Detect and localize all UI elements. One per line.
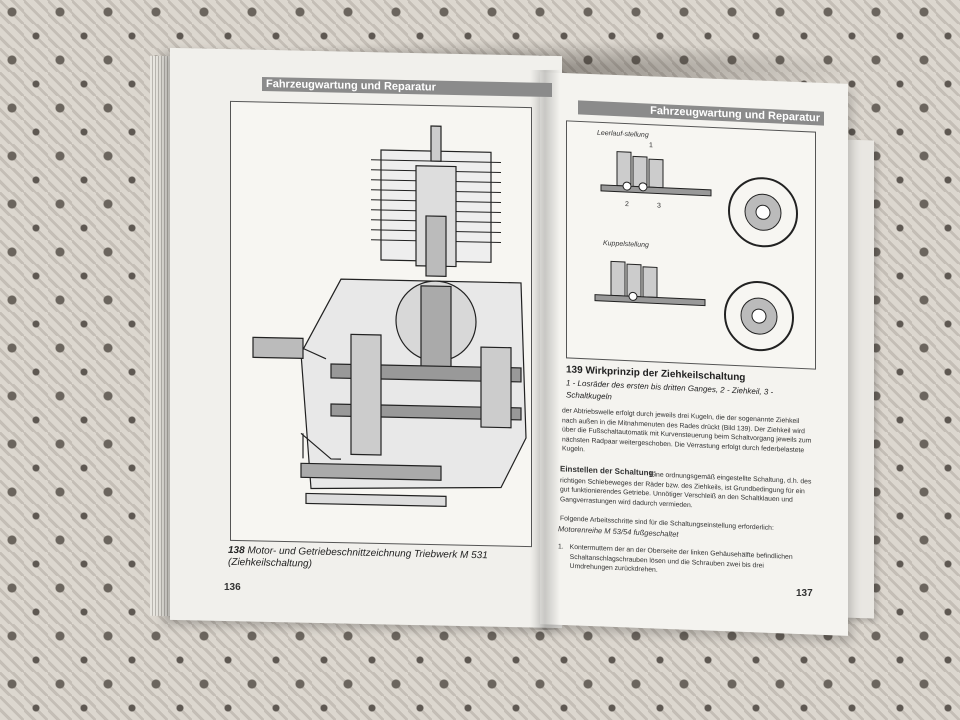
- book-spine: [530, 70, 560, 630]
- svg-text:3: 3: [657, 202, 661, 209]
- left-page-number: 136: [224, 582, 241, 593]
- engine-cross-section-figure: [230, 100, 532, 548]
- svg-text:2: 2: [625, 201, 629, 208]
- caption-number: 138: [228, 544, 245, 557]
- engine-drawing: [252, 125, 527, 507]
- ziehkeil-drawing: Leerlauf-stellung Kuppelstellung 1 2 3: [594, 130, 798, 352]
- right-page-number: 137: [796, 588, 813, 599]
- ziehkeil-figure: Leerlauf-stellung Kuppelstellung 1 2 3: [566, 120, 816, 370]
- label-kuppel: Kuppelstellung: [603, 240, 649, 249]
- caption-text: Motor- und Getriebeschnittzeichnung Trie…: [228, 545, 488, 570]
- svg-text:1: 1: [649, 142, 653, 149]
- label-leerlauf: Leerlauf-stellung: [597, 130, 649, 139]
